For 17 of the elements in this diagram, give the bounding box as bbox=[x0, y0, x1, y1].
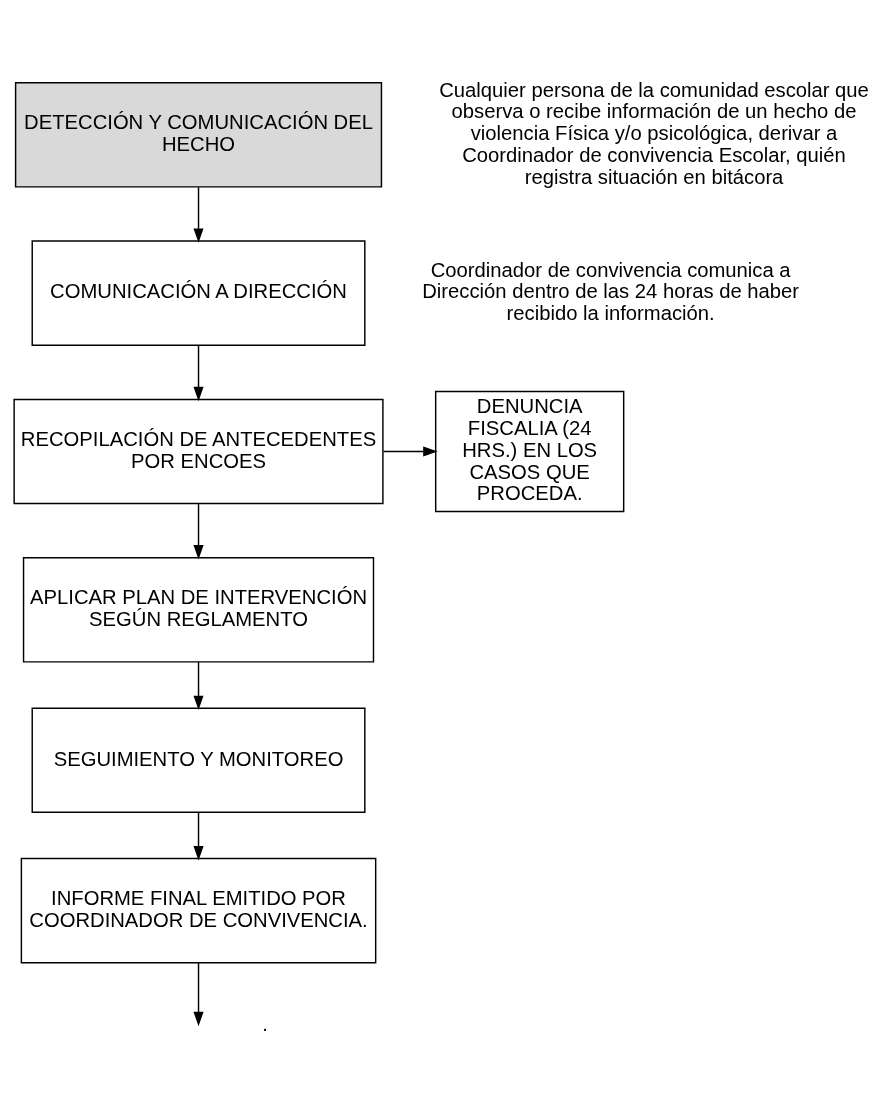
arrow bbox=[193, 185, 204, 243]
arrow bbox=[382, 445, 438, 457]
node-box: INFORME FINAL EMITIDO POR COORDINADOR DE CONVIVENCIA. bbox=[20, 857, 377, 963]
arrow bbox=[193, 811, 204, 860]
arrow bbox=[193, 344, 204, 401]
node-box: DETECCIÓN Y COMUNICACIÓN DEL HECHO bbox=[14, 81, 383, 188]
node-box: DENUNCIA FISCALIA (24 HRS.) EN LOS CASOS QUE PROCEDA. bbox=[434, 390, 625, 512]
arrow bbox=[193, 502, 204, 560]
arrow bbox=[193, 961, 204, 1026]
label: . bbox=[262, 1012, 268, 1035]
node-box: SEGUIMIENTO Y MONITOREO bbox=[31, 706, 366, 813]
node-box: COMUNICACIÓN A DIRECCIÓN bbox=[31, 239, 366, 346]
node-label: Coordinador de convivencia comunica a Dirección dentro de las 24 horas de haber recibido la información. bbox=[422, 258, 800, 324]
node-box: RECOPILACIÓN DE ANTECEDENTES POR ENCOES bbox=[13, 398, 384, 504]
node-label: Cualquier persona de la comunidad escolar que observa o recibe información de un hecho de violencia Física y/o psicológica, derivar a Coordinador de convivencia Escolar, quién registra situación en bitácora bbox=[439, 78, 869, 188]
node-box: APLICAR PLAN DE INTERVENCIÓN SEGÚN REGLAMENTO bbox=[22, 556, 375, 663]
arrow bbox=[193, 660, 204, 710]
